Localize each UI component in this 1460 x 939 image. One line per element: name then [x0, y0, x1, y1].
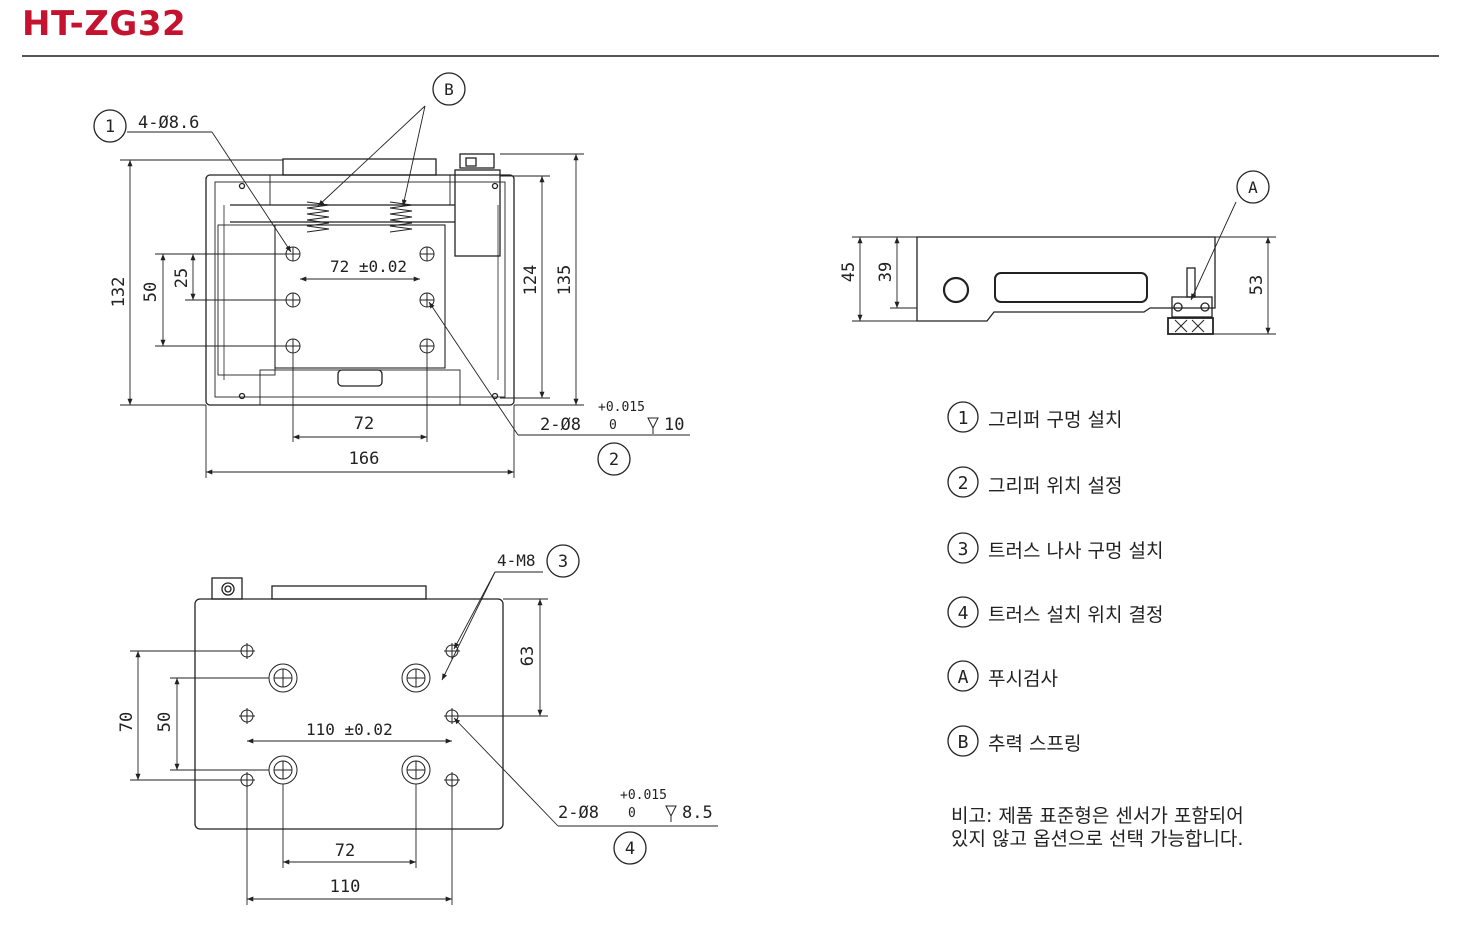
dim-45: 45 — [839, 262, 859, 282]
dim-50: 50 — [141, 282, 161, 302]
dim-110: 110 — [330, 877, 361, 897]
dim-63: 63 — [518, 646, 538, 666]
dim-124: 124 — [521, 265, 541, 296]
dim-72-bottom: 72 — [335, 841, 355, 861]
bubble-3-text: 3 — [558, 552, 568, 572]
pin-tol-lower-bottom: 0 — [628, 806, 636, 821]
bubble-b-text: B — [444, 80, 454, 99]
dim-53: 53 — [1247, 275, 1267, 295]
legend-item-4: 4 트러스 설치 위치 결정 — [947, 596, 1163, 628]
thread-callout: 4-M8 — [497, 551, 536, 570]
pin-depth-bottom: 8.5 — [682, 803, 713, 823]
legend-key: A — [958, 667, 969, 688]
legend-item-2: 2 그리퍼 위치 설정 — [947, 466, 1122, 498]
side-view-labels: A 45 39 53 — [839, 178, 1267, 295]
top-view — [93, 72, 690, 478]
pin-tol-upper: +0.015 — [598, 400, 645, 415]
legend-item-b: B 추력 스프링 — [947, 725, 1081, 757]
dim-132: 132 — [109, 277, 129, 308]
dim-72: 72 — [354, 414, 374, 434]
note-line-2: 있지 않고 옵션으로 선택 가능합니다. — [951, 828, 1243, 850]
legend-label: 그리퍼 위치 설정 — [988, 475, 1122, 497]
dim-72-tol: 72 ±0.02 — [330, 257, 407, 276]
page-title: HT-ZG32 — [22, 4, 187, 44]
side-view — [852, 170, 1276, 335]
side-port — [942, 276, 970, 304]
callout-bubble-3 — [546, 544, 580, 578]
legend-key: 3 — [958, 539, 969, 560]
dim-135: 135 — [555, 265, 575, 296]
note-line-1: 비고: 제품 표준형은 센서가 포함되어 — [951, 805, 1244, 827]
callout-bubble-2 — [597, 442, 631, 476]
dim-70: 70 — [117, 712, 137, 732]
legend: 1 그리퍼 구멍 설치 2 그리퍼 위치 설정 3 트러스 나사 구멍 설치 4… — [947, 401, 1163, 757]
legend-label: 그리퍼 구멍 설치 — [988, 409, 1122, 431]
legend-item-1: 1 그리퍼 구멍 설치 — [947, 401, 1122, 433]
bottom-view-holes — [239, 643, 460, 788]
sensor-block — [454, 169, 501, 257]
legend-label: 푸시검사 — [988, 668, 1058, 690]
callout-bubble-1 — [93, 109, 127, 143]
bottom-view — [130, 544, 718, 905]
callout-bubble-b — [432, 72, 466, 106]
legend-label: 트러스 나사 구멍 설치 — [988, 540, 1163, 562]
side-view-body — [916, 236, 1216, 322]
bubble-4-text: 4 — [625, 839, 635, 859]
spring-left — [306, 201, 330, 233]
dim-39: 39 — [876, 262, 896, 282]
legend-key: 1 — [958, 408, 969, 429]
bubble-1-text: 1 — [105, 117, 115, 137]
bubble-a-text: A — [1248, 178, 1258, 197]
legend-key: B — [958, 732, 969, 753]
legend-label: 추력 스프링 — [988, 733, 1081, 755]
callout-bubble-4 — [613, 831, 647, 865]
pin-callout: 2-Ø8 — [540, 415, 581, 435]
legend-key: 2 — [958, 473, 969, 494]
legend-label: 트러스 설치 위치 결정 — [988, 604, 1163, 626]
hole-callout: 4-Ø8.6 — [138, 113, 199, 133]
bottom-view-labels: 3 4 4-M8 110 ±0.02 72 110 2-Ø8 +0.015 0 … — [117, 551, 713, 897]
legend-key: 4 — [958, 603, 969, 624]
legend-item-3: 3 트러스 나사 구멍 설치 — [947, 532, 1163, 564]
pin-depth: 10 — [664, 415, 684, 435]
callout-bubble-a — [1236, 170, 1270, 204]
spring-right — [389, 201, 413, 233]
dim-50-bottom: 50 — [155, 712, 175, 732]
pin-tol-upper-bottom: +0.015 — [620, 788, 667, 803]
pin-callout-bottom: 2-Ø8 — [558, 803, 599, 823]
title-divider — [22, 55, 1439, 57]
note: 비고: 제품 표준형은 센서가 포함되어 있지 않고 옵션으로 선택 가능합니다… — [951, 805, 1244, 850]
legend-item-a: A 푸시검사 — [947, 660, 1058, 692]
dim-25: 25 — [172, 268, 192, 288]
pin-tol-lower: 0 — [609, 418, 617, 433]
bubble-2-text: 2 — [609, 450, 619, 470]
dim-166: 166 — [349, 449, 380, 469]
dim-110-tol: 110 ±0.02 — [306, 720, 393, 739]
top-view-labels: 1 B 2 4-Ø8.6 72 ±0.02 72 166 2-Ø8 +0.015… — [105, 80, 685, 470]
